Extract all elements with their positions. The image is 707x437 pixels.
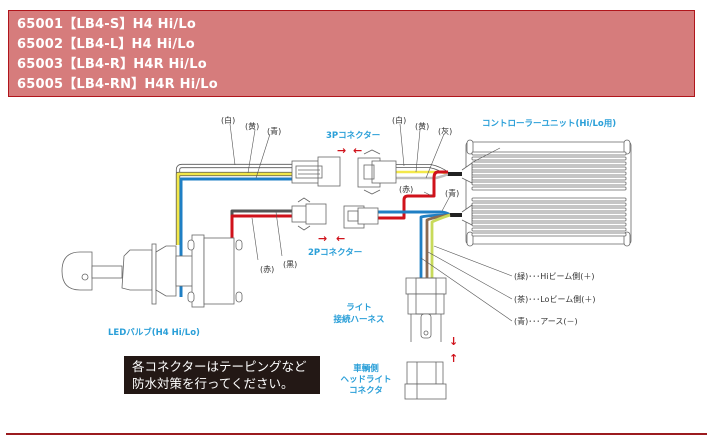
bulb-3p-wire-bundle [175,163,296,297]
label-3p-connector: 3Pコネクター [326,130,380,141]
label-unit-red: (赤) [399,185,413,194]
heatsink-fin [471,176,627,181]
arrow-right-icon: → [318,232,327,245]
label-brown-wire: (茶)･･･Loビーム側(＋) [514,294,595,304]
3p-connector-unit-side [357,149,397,195]
model-line: 65005【LB4-RN】H4R Hi/Lo [17,77,218,92]
label-light-harness-2: 接続ハーネス [333,314,384,325]
heatsink-fin [471,202,627,207]
notice-line: 防水対策を行ってください。 [132,376,294,391]
label-unit-white: (白) [392,115,406,125]
label-vehicle-connector-1: 車輌側 [353,363,379,374]
arrow-left-icon: ← [353,144,362,157]
waterproof-notice: 各コネクターはテーピングなど 防水対策を行ってください。 [124,356,320,394]
label-led-bulb: LEDバルブ(H4 Hi/Lo) [108,327,200,338]
footer-divider [6,433,707,435]
label-bulb-yellow: (黄) [245,121,259,131]
heatsink-fin [471,156,627,161]
label-bulb-white: (白) [221,115,235,125]
heatsink-fin [471,151,627,156]
heatsink-fin [471,166,627,171]
label-vehicle-connector-3: コネクタ [349,385,383,396]
controller-unit [461,139,632,247]
heatsink-fin [471,212,627,217]
label-2p-connector: 2Pコネクター [308,247,362,258]
notice-line: 各コネクターはテーピングなど [132,359,307,374]
label-bulb-blue: (青) [267,126,281,136]
label-vehicle-connector-2: ヘッドライト [340,375,391,385]
label-blue-wire: (青)･･･アース(－) [514,316,578,326]
model-line: 65001【LB4-S】H4 Hi/Lo [17,17,196,32]
led-bulb [61,234,243,308]
arrow-down-icon: ↓ [449,335,458,348]
label-unit-blue: (青) [445,188,459,198]
heatsink-fin [471,181,627,186]
label-green-wire: (緑)･･･Hiビーム側(＋) [514,271,594,281]
heatsink-fin [471,207,627,212]
label-bulb-black: (黒) [283,260,297,269]
heatsink-fin [471,232,627,237]
2p-connector-unit-side [343,205,379,229]
label-light-harness-1: ライト [346,303,372,313]
model-line: 65002【LB4-L】H4 Hi/Lo [17,37,195,52]
model-line: 65003【LB4-R】H4R Hi/Lo [17,57,207,72]
heatsink-fin [471,171,627,176]
bulb-2p-wire-bundle [230,209,294,238]
arrow-right-icon: → [337,144,346,157]
label-unit-yellow: (黄) [415,121,429,131]
heatsink-fin [471,217,627,222]
label-bulb-red: (赤) [260,265,274,274]
label-controller-unit: コントローラーユニット(Hi/Lo用) [482,119,616,129]
heatsink-fin [471,222,627,227]
heatsink-fin [471,161,627,166]
model-list-box: 65001【LB4-S】H4 Hi/Lo 65002【LB4-L】H4 Hi/L… [8,10,695,97]
heatsink-fin [471,197,627,202]
unit-red-wire [378,170,448,220]
harness-wires [419,213,451,278]
heatsink-fin [471,227,627,232]
3p-connector-bulb-side [291,156,341,187]
arrow-left-icon: ← [336,232,345,245]
light-harness-connector [405,277,447,342]
label-unit-gray: (灰) [438,126,452,136]
arrow-up-icon: ↑ [449,352,458,365]
heatsink-fin [471,186,627,191]
2p-connector-bulb-side [291,197,327,231]
vehicle-headlight-connector [404,361,447,400]
leader-lines [229,123,513,322]
